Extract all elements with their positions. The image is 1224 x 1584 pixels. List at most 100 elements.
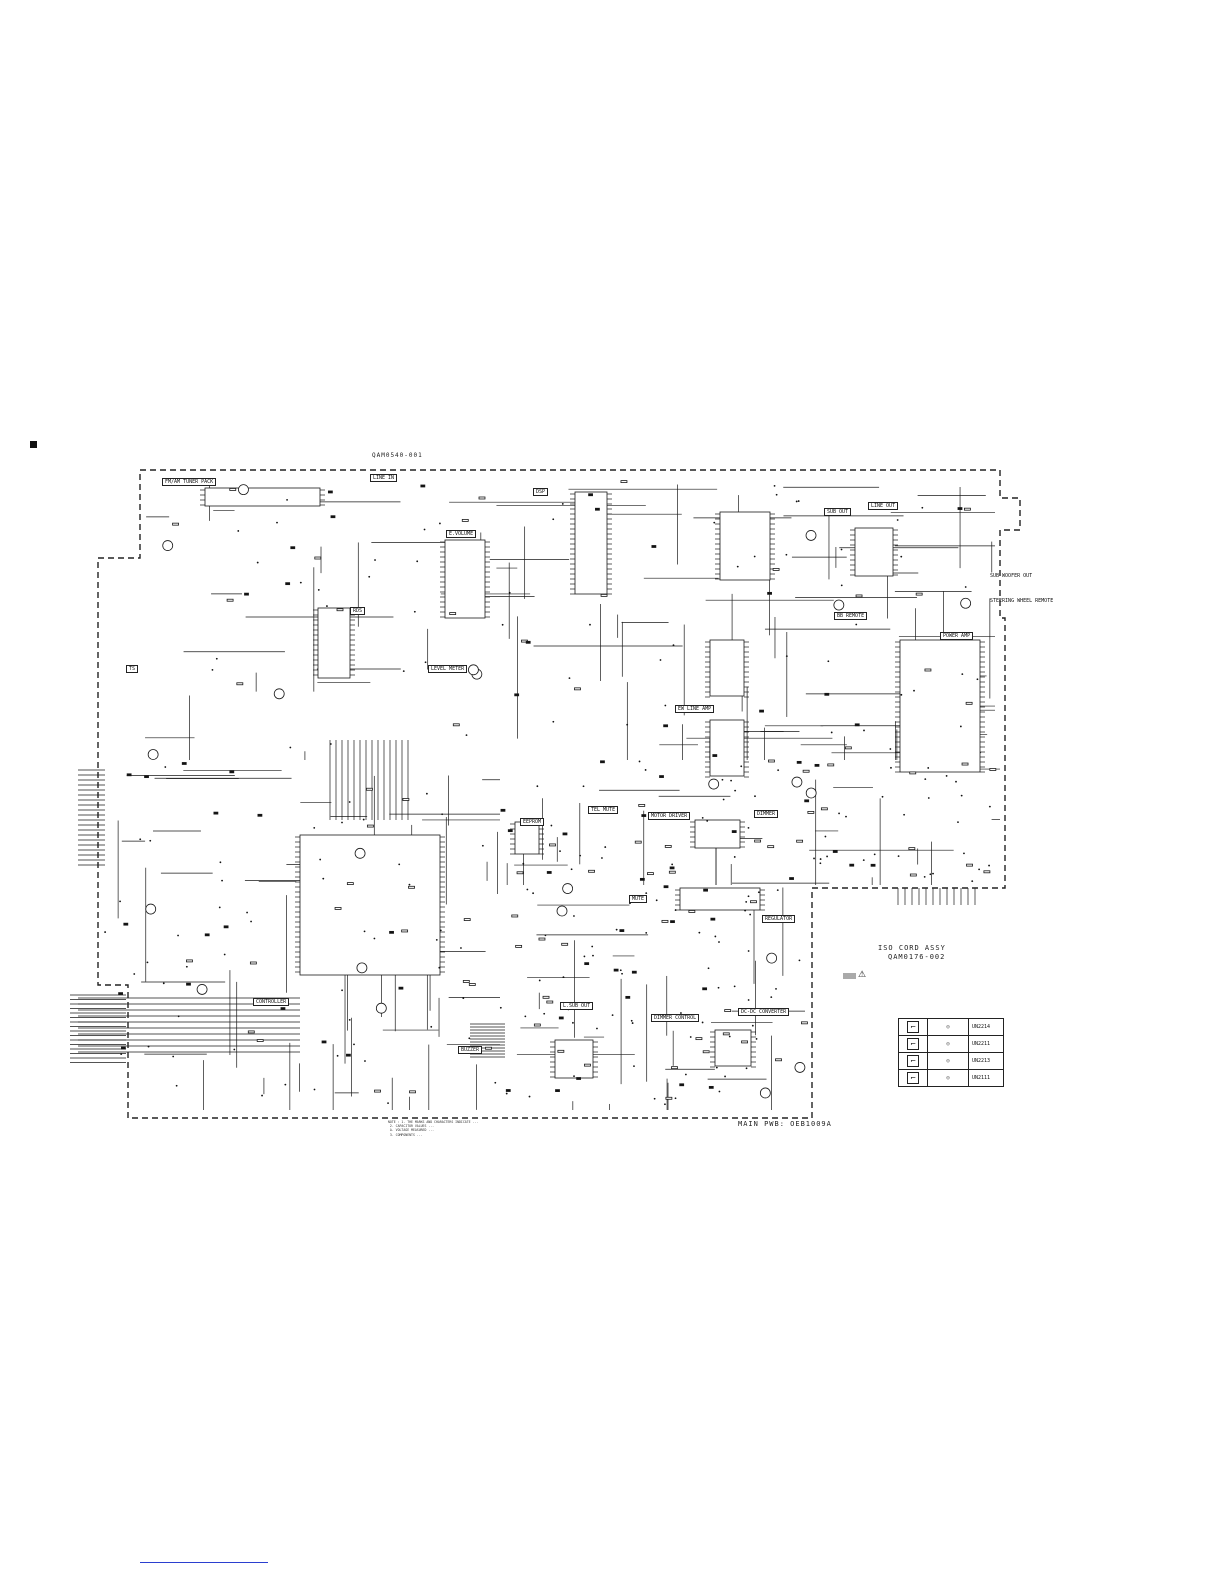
resistor-mark [256, 1039, 264, 1042]
block-line-in: LINE IN [370, 474, 398, 482]
pin-dot [745, 901, 748, 903]
capacitor-mark [514, 693, 520, 697]
pin-dot [221, 879, 223, 882]
pin-dot [621, 972, 623, 975]
pin-dot [439, 929, 442, 932]
capacitor-mark [290, 546, 296, 550]
pin-dot [707, 967, 710, 970]
pin-dot [373, 937, 376, 940]
pin-dot [840, 584, 843, 587]
capacitor-mark [619, 929, 625, 932]
capacitor-mark [346, 1053, 351, 1057]
pin-dot [927, 797, 930, 799]
resistor-mark [807, 810, 815, 814]
capacitor-mark [285, 582, 291, 586]
pin-dot [830, 731, 833, 734]
pin-dot [246, 911, 248, 914]
dsp-ic [574, 491, 608, 595]
resistor-mark [401, 929, 409, 933]
resistor-mark [915, 592, 923, 596]
pin-dot [631, 1022, 634, 1024]
capacitor-mark [186, 982, 191, 986]
pin-dot [374, 559, 376, 561]
capacitor-mark [703, 888, 708, 892]
pin-dot [754, 795, 756, 798]
resistor-mark [961, 762, 969, 766]
transistor-icon [791, 776, 803, 788]
resistor-mark [702, 1050, 710, 1054]
capacitor-mark [588, 493, 593, 497]
legend-symbol: ⌐ [898, 1035, 928, 1053]
power-amp-ic [899, 639, 981, 773]
pin-dot [897, 855, 900, 858]
pin-dot [633, 1065, 635, 1068]
capacitor-mark [870, 863, 876, 867]
block-dsp: DSP [533, 488, 549, 496]
pin-dot [413, 610, 416, 613]
sub-out-ic [854, 527, 894, 577]
pin-dot [747, 895, 750, 898]
pin-dot [336, 1054, 339, 1057]
pin-dot [890, 766, 892, 769]
pin-dot [960, 794, 963, 797]
capacitor-mark [613, 968, 619, 972]
capacitor-mark [500, 808, 506, 812]
capacitor-mark [507, 829, 513, 833]
capacitor-mark [796, 760, 802, 764]
schematic-components [118, 480, 997, 1100]
pin-dot [175, 1084, 178, 1087]
pin-dot [701, 816, 704, 819]
pin-dot [722, 798, 725, 801]
pin-dot [441, 813, 444, 816]
e-volume-ic [444, 539, 486, 619]
resistor-mark [402, 798, 410, 801]
pin-dot [988, 864, 990, 867]
regulator-ic [679, 887, 761, 911]
pin-dot [706, 820, 709, 822]
pin-dot [773, 484, 776, 487]
resistor-mark [741, 1040, 748, 1044]
pin-dot [684, 1073, 687, 1076]
pin-dot [319, 858, 322, 861]
pin-dot [211, 668, 214, 671]
pin-dot [840, 548, 843, 551]
capacitor-mark [804, 799, 810, 803]
pin-dot [645, 931, 648, 934]
pin-dot [873, 853, 876, 856]
resistor-mark [336, 608, 344, 612]
steering-remote-label: STEERING WHEEL REMOTE [990, 598, 1054, 604]
pin-dot [749, 913, 752, 916]
block-motor-driver: MOTOR DRIVER [648, 812, 691, 820]
pin-dot [785, 553, 788, 556]
resistor-mark [909, 771, 917, 775]
resistor-mark [772, 568, 780, 571]
legend-row: ⌐◎UN2111 [898, 1069, 1004, 1087]
block-eeprom: EEPROM [520, 818, 545, 826]
pin-dot [713, 521, 716, 524]
rds-ic [317, 607, 351, 679]
transistor-icon [468, 664, 479, 676]
block-dimmer-control: DIMMER CONTROL [651, 1014, 700, 1022]
resistor-mark [366, 787, 373, 791]
pin-dot [819, 862, 822, 865]
dc-dc-ic [714, 1029, 752, 1067]
capacitor-mark [546, 871, 552, 874]
block-dimmer: DIMMER [754, 810, 779, 818]
pcb-outline [97, 469, 1021, 1119]
pin-dot [120, 1053, 123, 1055]
pin-dot [957, 821, 959, 823]
pin-dot [596, 1027, 598, 1030]
block-mute: MUTE [629, 895, 648, 903]
pin-dot [753, 555, 756, 558]
pin-dot [724, 1075, 726, 1078]
pin-dot [299, 581, 302, 584]
pin-dot [863, 729, 865, 732]
resistor-mark [767, 845, 775, 849]
pin-dot [289, 746, 292, 749]
resistor-mark [511, 914, 519, 918]
block-regulator: REGULATOR [762, 915, 796, 923]
resistor-mark [408, 885, 415, 889]
pin-dot [698, 931, 701, 934]
pin-dot [838, 812, 840, 815]
